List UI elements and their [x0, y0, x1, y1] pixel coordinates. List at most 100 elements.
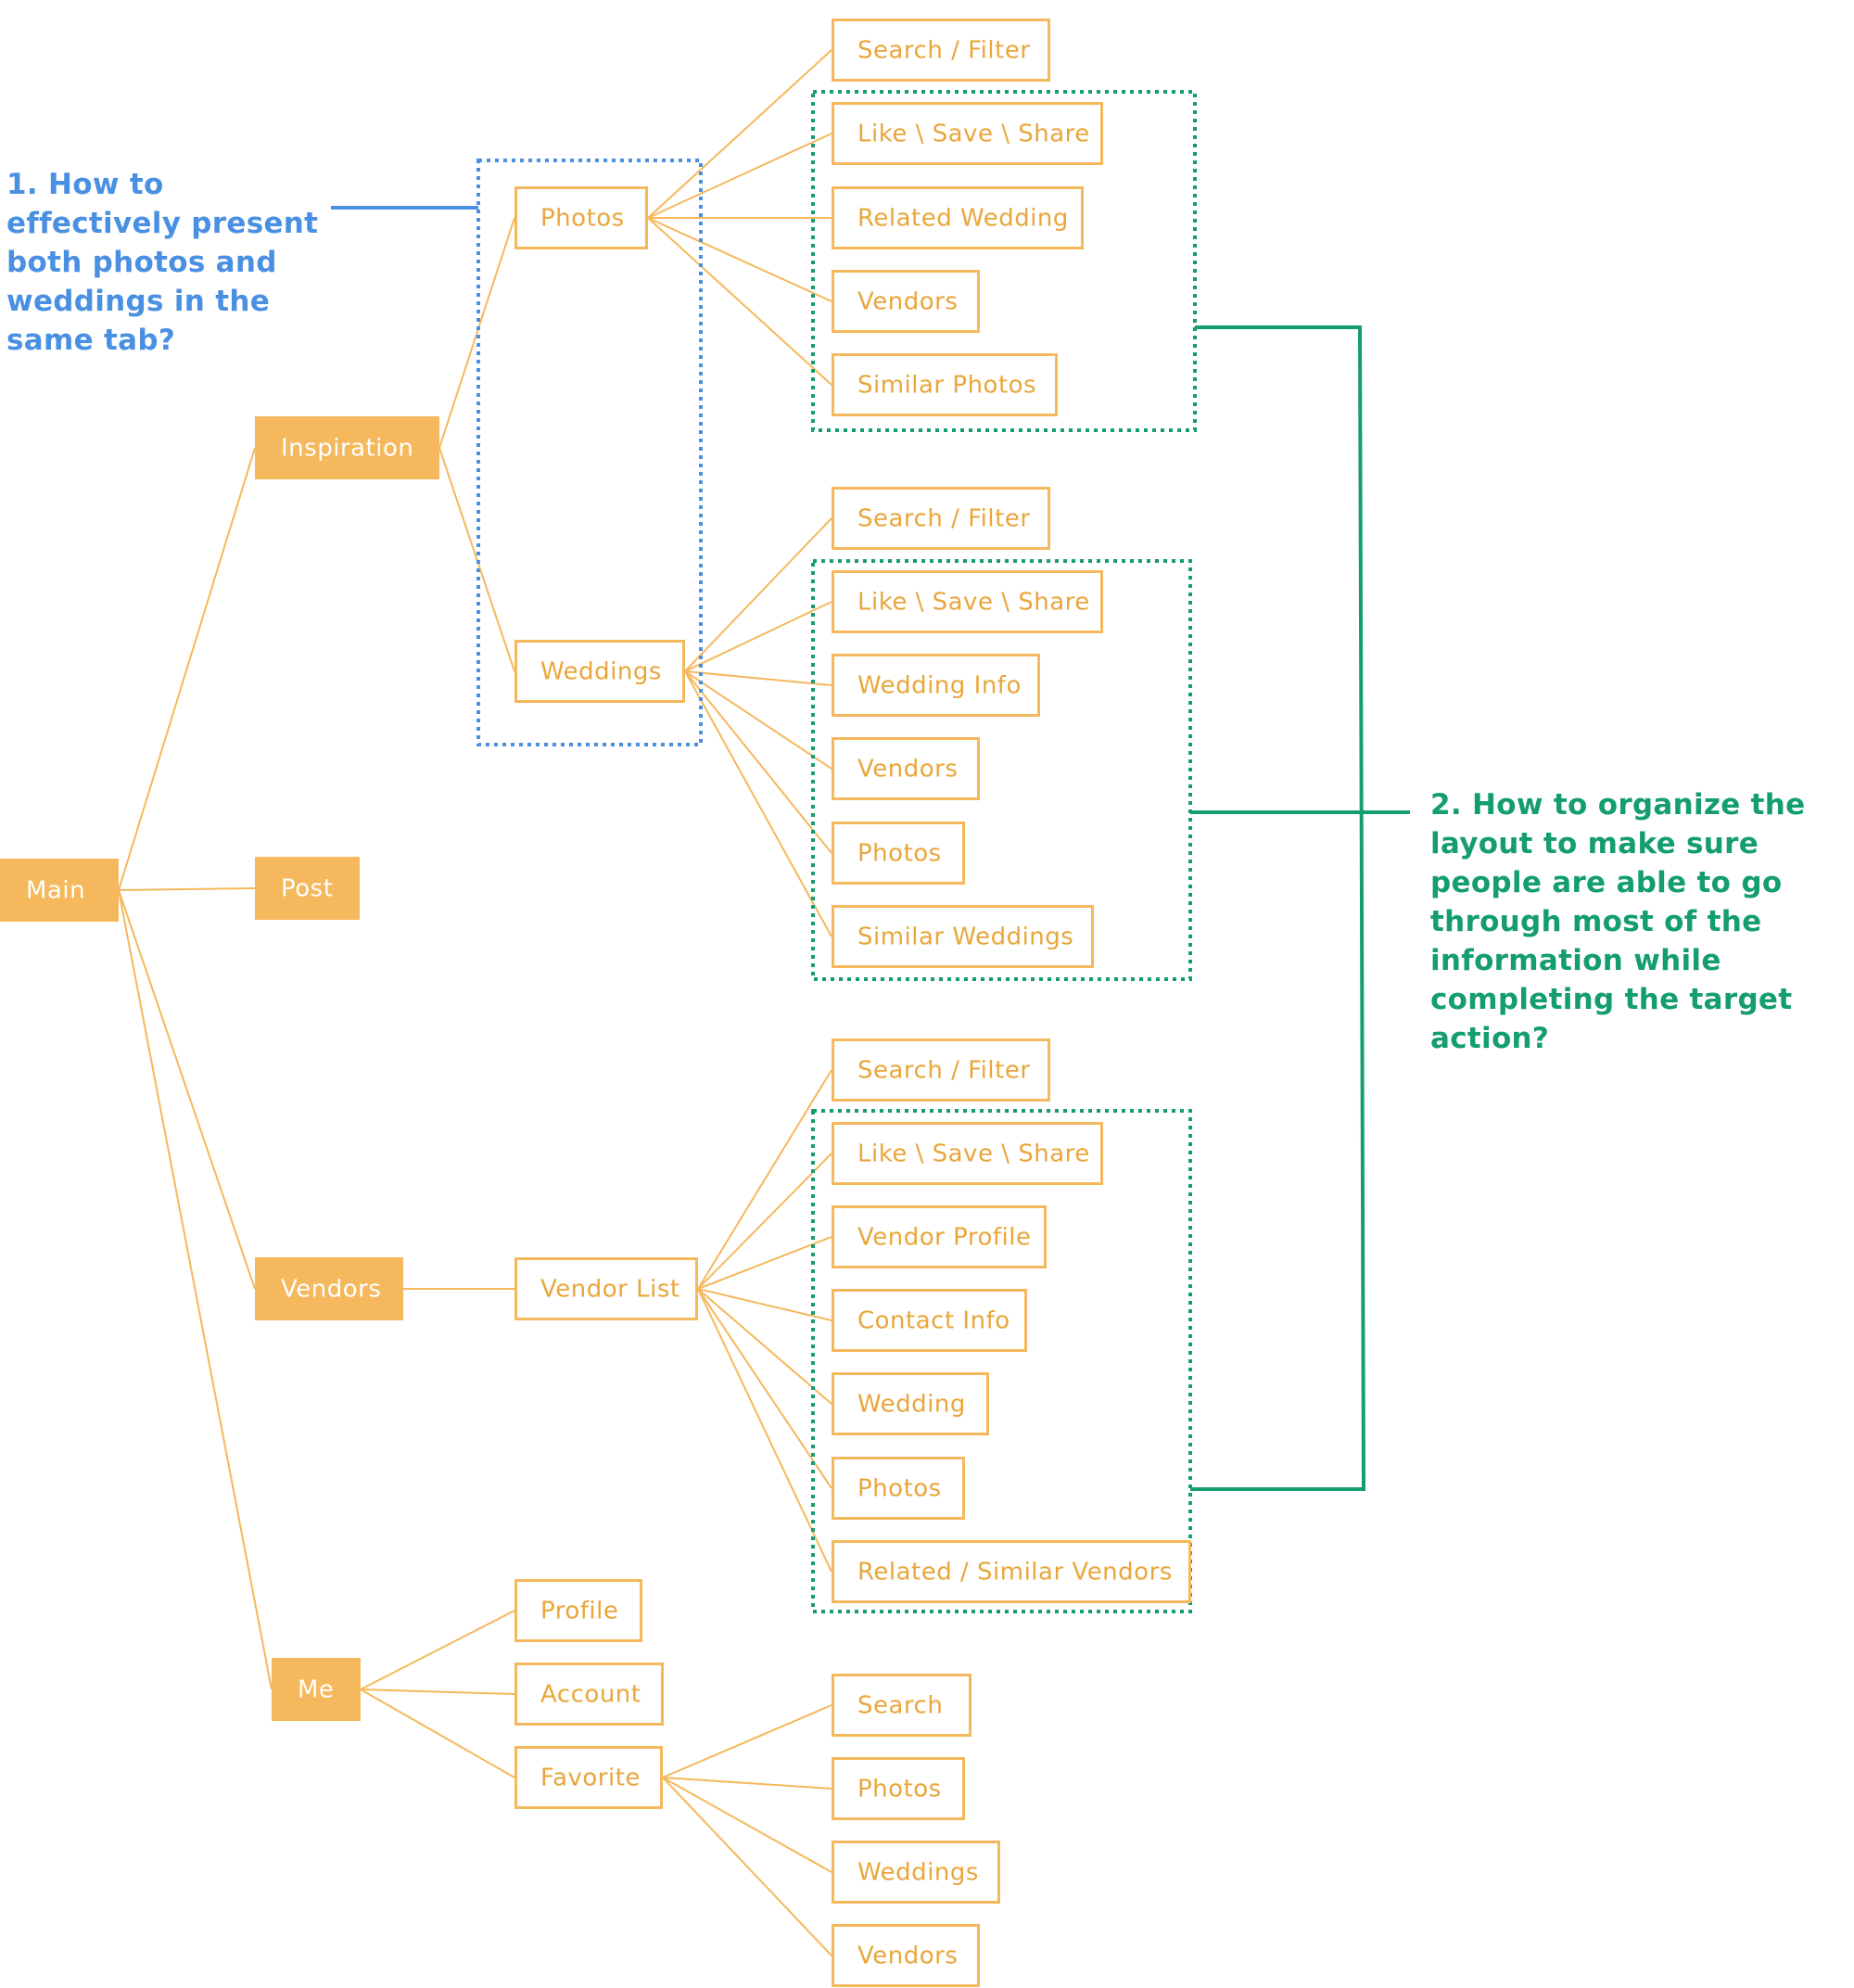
node-label: Similar Photos [857, 372, 1036, 400]
node-label: Related Wedding [857, 205, 1069, 233]
node-label: Similar Weddings [857, 924, 1073, 951]
node-weddings: Weddings [514, 640, 685, 703]
node-v-vendor-profile: Vendor Profile [832, 1205, 1047, 1268]
node-label: Search / Filter [857, 505, 1031, 533]
node-label: Wedding [857, 1391, 966, 1419]
node-label: Photos [540, 205, 625, 233]
node-box [832, 1205, 1047, 1268]
node-label: Inspiration [281, 435, 413, 463]
node-w-search-filter: Search / Filter [832, 487, 1050, 550]
node-label: Favorite [540, 1765, 641, 1792]
edge-main-to-me [118, 889, 273, 1690]
vendor-details-group-frame [811, 1109, 1192, 1613]
wedding-details-group-frame [811, 559, 1192, 981]
edge-weddings-to-w-wedding-info [684, 670, 832, 686]
node-me: Me [272, 1658, 361, 1721]
node-box [832, 737, 980, 800]
node-label: Photos [857, 1475, 942, 1503]
edge-vendor-list-to-v-search-filter [697, 1069, 832, 1290]
group-frames [331, 90, 1410, 1613]
edge-weddings-to-w-photos [684, 670, 832, 854]
edge-me-to-favorite [360, 1689, 515, 1778]
node-f-search: Search [832, 1674, 971, 1737]
edge-vendor-list-to-v-wedding [697, 1288, 832, 1405]
node-box [832, 1372, 989, 1435]
node-label: Me [298, 1676, 334, 1704]
node-label: Photos [857, 840, 942, 868]
edge-weddings-to-w-vendors [684, 670, 832, 770]
node-box [255, 416, 439, 479]
edge-main-to-post [118, 887, 256, 891]
edge-vendor-list-to-v-like-save-share [697, 1153, 832, 1290]
node-label: Related / Similar Vendors [857, 1559, 1173, 1587]
node-favorite: Favorite [514, 1746, 663, 1809]
node-box [514, 1257, 698, 1320]
edge-favorite-to-f-search [662, 1704, 832, 1778]
node-label: Like \ Save \ Share [857, 1141, 1090, 1168]
node-box [832, 353, 1058, 416]
node-label: Vendors [857, 288, 958, 316]
node-v-related-similar-vendors: Related / Similar Vendors [832, 1540, 1191, 1603]
node-label: Post [281, 875, 333, 903]
node-box [832, 570, 1103, 633]
node-box [832, 1757, 965, 1820]
node-v-photos: Photos [832, 1457, 965, 1520]
edge-photos-to-p-vendors [647, 217, 832, 302]
node-label: Search [857, 1692, 943, 1720]
annotation-question-1: 1. How to effectively present both photo… [6, 168, 319, 357]
node-box [514, 640, 685, 703]
node-box [255, 857, 360, 920]
node-vendor-list: Vendor List [514, 1257, 698, 1320]
node-box [832, 1924, 980, 1987]
node-w-similar-weddings: Similar Weddings [832, 905, 1094, 968]
node-box [832, 1674, 971, 1737]
node-box [832, 1122, 1103, 1185]
edge-photos-to-p-search-filter [647, 49, 832, 219]
node-v-like-save-share: Like \ Save \ Share [832, 1122, 1103, 1185]
node-box [514, 1746, 663, 1809]
edge-vendor-list-to-v-vendor-profile [697, 1236, 832, 1290]
node-box [832, 905, 1094, 968]
edge-vendor-list-to-v-contact-info [697, 1288, 832, 1321]
node-inspiration: Inspiration [255, 416, 439, 479]
node-box [832, 186, 1084, 249]
node-account: Account [514, 1663, 664, 1726]
node-w-wedding-info: Wedding Info [832, 654, 1040, 717]
node-w-vendors: Vendors [832, 737, 980, 800]
edge-inspiration-to-photos [438, 217, 515, 449]
node-vendors: Vendors [255, 1257, 403, 1320]
node-profile: Profile [514, 1579, 642, 1642]
edges [118, 49, 832, 1956]
node-box [832, 19, 1050, 82]
node-label: Search / Filter [857, 1057, 1031, 1085]
node-label: Weddings [540, 658, 662, 686]
edge-weddings-to-w-similar-weddings [684, 670, 832, 937]
edge-favorite-to-f-vendors [662, 1777, 832, 1956]
node-p-similar-photos: Similar Photos [832, 353, 1058, 416]
node-box [832, 1540, 1191, 1603]
photo-details-group-frame [811, 90, 1197, 432]
edge-vendor-list-to-v-photos [697, 1288, 832, 1489]
edge-favorite-to-f-weddings [662, 1777, 832, 1873]
node-box [832, 487, 1050, 550]
edge-photos-to-p-like-save-share [647, 133, 832, 219]
node-p-vendors: Vendors [832, 270, 980, 333]
node-box [514, 1663, 664, 1726]
node-w-photos: Photos [832, 822, 965, 885]
node-box [832, 654, 1040, 717]
node-box [832, 1841, 1000, 1904]
node-p-search-filter: Search / Filter [832, 19, 1050, 82]
annotation-question-2: 2. How to organize the layout to make su… [1430, 788, 1806, 1055]
edge-favorite-to-f-photos [662, 1777, 832, 1790]
node-f-photos: Photos [832, 1757, 965, 1820]
edge-me-to-profile [360, 1610, 515, 1690]
node-main: Main [0, 859, 119, 922]
node-label: Photos [857, 1776, 942, 1803]
edge-weddings-to-w-search-filter [684, 517, 832, 672]
node-box [832, 1289, 1027, 1352]
node-v-search-filter: Search / Filter [832, 1039, 1050, 1102]
node-p-related-wedding: Related Wedding [832, 186, 1084, 249]
node-box [272, 1658, 361, 1721]
node-label: Search / Filter [857, 37, 1031, 65]
